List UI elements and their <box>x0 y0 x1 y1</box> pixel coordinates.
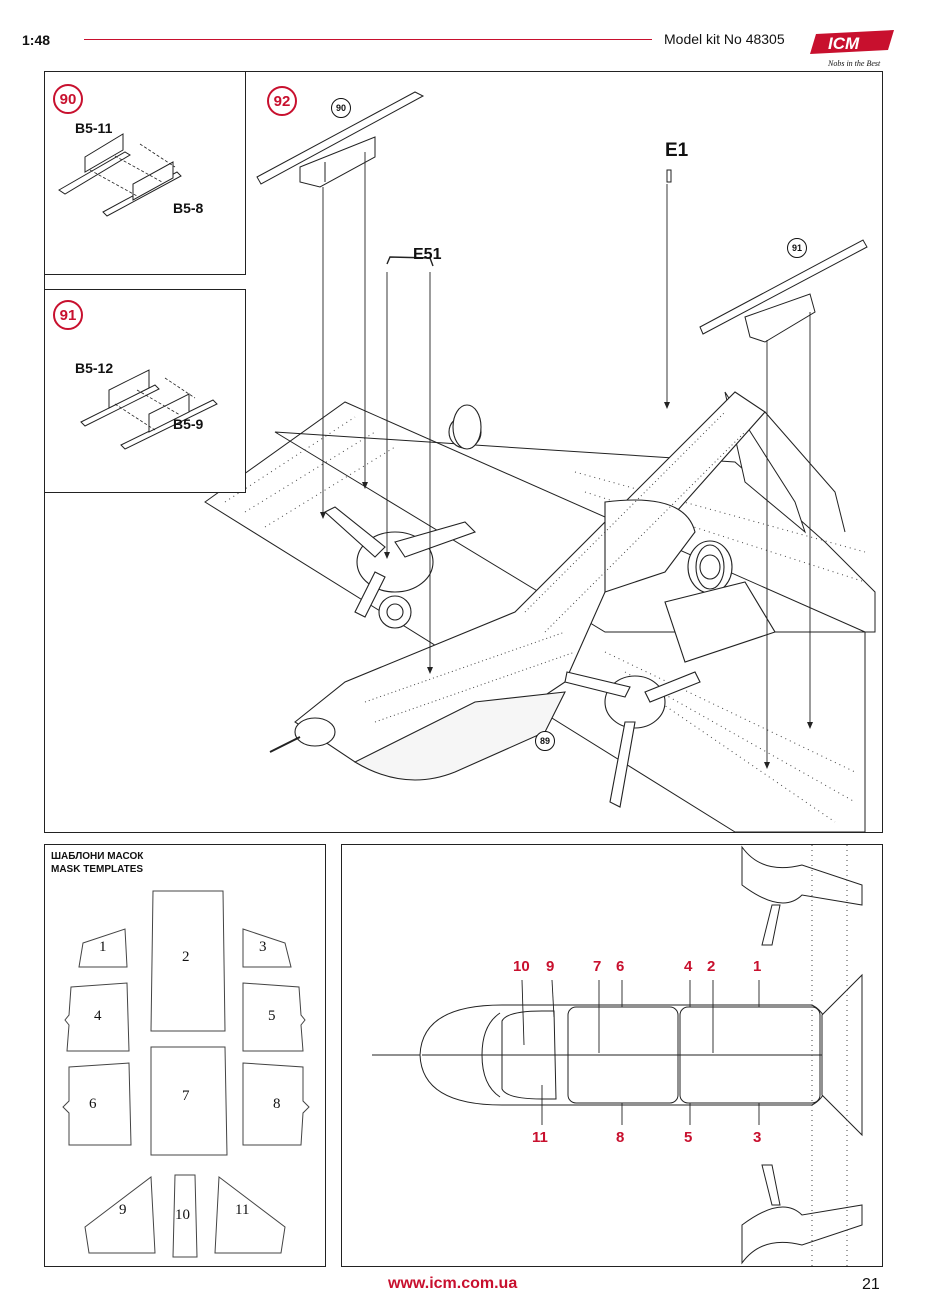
page-number: 21 <box>862 1276 880 1293</box>
ref-89-badge: 89 <box>535 731 555 751</box>
part-b5-12-label: B5-12 <box>75 360 114 376</box>
mask-number-1: 1 <box>99 939 107 955</box>
canopy-callout-5: 5 <box>684 1129 693 1146</box>
step-91-panel: 91 B5-12 B5-9 <box>44 289 246 493</box>
part-e1-label: E1 <box>665 140 689 161</box>
website-link[interactable]: www.icm.com.ua <box>388 1275 518 1292</box>
canopy-top-view-panel: 10 9 7 6 4 2 1 11 8 5 3 <box>341 844 883 1267</box>
mask-number-2: 2 <box>182 949 190 965</box>
step-90-badge: 90 <box>53 84 83 114</box>
icm-logo-icon: ICM Nobs in the Best <box>810 30 894 68</box>
canopy-callout-1: 1 <box>753 958 762 975</box>
icm-logo: ICM Nobs in the Best <box>808 26 903 70</box>
mask-number-4: 4 <box>94 1008 102 1024</box>
canopy-callout-2: 2 <box>707 958 716 975</box>
canopy-callout-9: 9 <box>546 958 555 975</box>
part-b5-11-label: B5-11 <box>75 120 113 136</box>
canopy-callout-4: 4 <box>684 958 693 975</box>
canopy-callout-10: 10 <box>513 958 530 975</box>
mask-number-8: 8 <box>273 1096 281 1112</box>
canopy-callout-8: 8 <box>616 1129 625 1146</box>
kit-number: Model kit No 48305 <box>664 31 785 47</box>
canopy-callout-7: 7 <box>593 958 602 975</box>
part-b5-11-b5-8-drawing <box>58 133 182 217</box>
scale-label: 1:48 <box>22 32 51 48</box>
logo-text: ICM <box>828 34 860 53</box>
mask-title-en: MASK TEMPLATES <box>51 864 144 875</box>
mask-number-10: 10 <box>175 1207 190 1223</box>
mask-number-3: 3 <box>259 939 267 955</box>
canopy-top-view-drawing <box>372 845 863 1266</box>
step-90-panel: 90 B5-11 B5-8 <box>44 71 246 275</box>
mask-templates-panel: ШАБЛОНИ МАСОК MASK TEMPLATES 1 2 3 4 5 6… <box>44 844 326 1267</box>
logo-tagline: Nobs in the Best <box>827 59 881 68</box>
canopy-callout-11: 11 <box>532 1129 548 1146</box>
aircraft-assembly-drawing <box>204 91 876 832</box>
mask-number-5: 5 <box>268 1008 276 1024</box>
step-91-badge: 91 <box>53 300 83 330</box>
ref-90-badge: 90 <box>331 98 351 118</box>
mask-number-11: 11 <box>235 1202 250 1218</box>
part-b5-9-label: B5-9 <box>173 416 204 432</box>
ref-91-badge: 91 <box>787 238 807 258</box>
canopy-callout-6: 6 <box>616 958 625 975</box>
mask-template-shapes <box>62 890 310 1258</box>
mask-number-6: 6 <box>89 1096 97 1112</box>
part-b5-12-b5-9-drawing <box>80 369 218 450</box>
canopy-callout-3: 3 <box>753 1129 762 1146</box>
mask-number-9: 9 <box>119 1202 127 1218</box>
header-rule <box>84 39 652 40</box>
part-b5-8-label: B5-8 <box>173 200 204 216</box>
step-92-badge: 92 <box>267 86 297 116</box>
mask-number-7: 7 <box>182 1088 190 1104</box>
part-e51-label: E51 <box>413 246 442 263</box>
mask-title-ua: ШАБЛОНИ МАСОК <box>51 851 144 862</box>
